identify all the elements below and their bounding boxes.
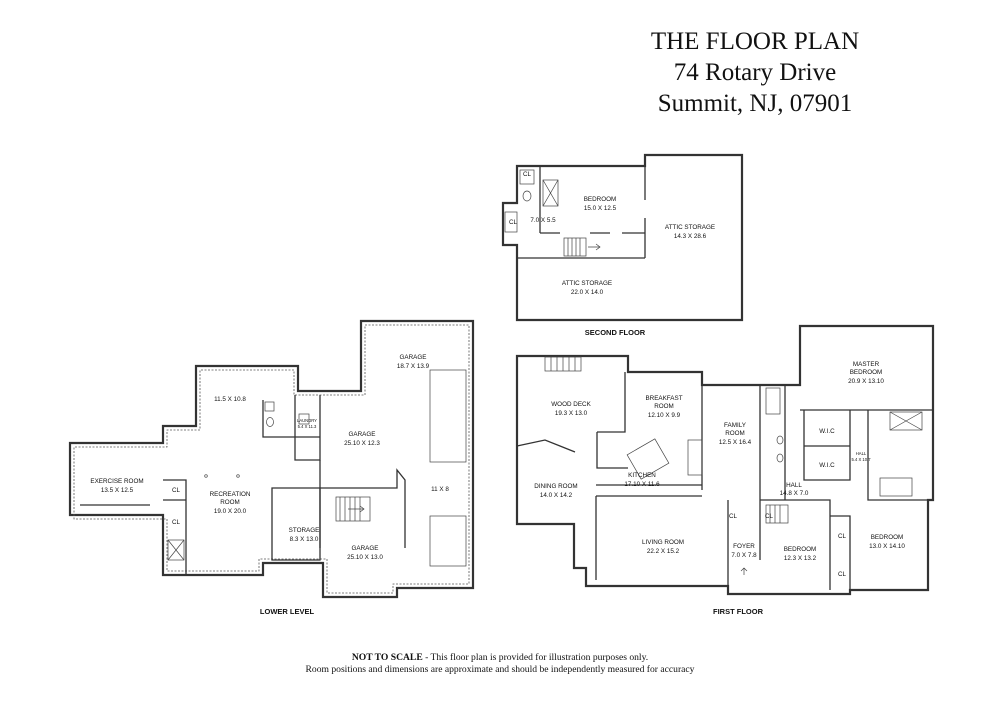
ff-bedroom3-dims: 13.0 X 14.10 — [869, 543, 905, 550]
ff-hall-small-dims: 5.4 X 10.7 — [851, 457, 871, 462]
ff-kitchen-dims: 17.10 X 11.6 — [624, 481, 660, 488]
disclaimer: NOT TO SCALE - This floor plan is provid… — [0, 652, 1000, 676]
sf-bedroom-dims: 15.0 X 12.5 — [584, 205, 617, 212]
ff-living-dims: 22.2 X 15.2 — [647, 548, 680, 555]
disclaimer-line-1: NOT TO SCALE - This floor plan is provid… — [0, 652, 1000, 664]
ll-recreation-dims: 19.0 X 20.0 — [214, 508, 247, 515]
ff-living-name: LIVING ROOM — [642, 539, 684, 546]
ff-closet-label-1: CL — [729, 513, 738, 520]
sf-closet-label-2: CL — [523, 171, 532, 178]
ff-breakfast-name-1: BREAKFAST — [645, 395, 682, 402]
ll-closet-label-2: CL — [172, 519, 181, 526]
ff-breakfast-name-2: ROOM — [654, 403, 674, 410]
disclaimer-line-1-text: - This floor plan is provided for illust… — [422, 652, 649, 663]
ff-master-name-1: MASTER — [853, 361, 880, 368]
floor-plan-drawing: CL CL 7.0 X 5.5 BEDROOM 15.0 X 12.5 ATTI… — [68, 153, 935, 616]
ll-laundry-name: LAUNDRY — [297, 418, 317, 423]
ll-recreation-name-1: RECREATION — [210, 491, 251, 498]
first-floor-plan — [515, 324, 935, 596]
ff-family-name-1: FAMILY — [724, 422, 747, 429]
ff-hall-small-name: HALL — [856, 451, 867, 456]
lower-level-label: LOWER LEVEL — [260, 607, 315, 616]
ff-wic-label-2: W.I.C — [819, 462, 835, 469]
ff-wic-label-1: W.I.C — [819, 428, 835, 435]
ff-foyer-name: FOYER — [733, 543, 755, 550]
ff-bedroom3-name: BEDROOM — [871, 534, 904, 541]
not-to-scale-notice: NOT TO SCALE — [351, 652, 423, 663]
sf-attic-right-name: ATTIC STORAGE — [665, 224, 715, 231]
ll-recreation-name-2: ROOM — [220, 499, 240, 506]
ff-bedroom2-name: BEDROOM — [784, 546, 817, 553]
ff-hall-dims: 14.8 X 7.0 — [780, 490, 809, 497]
ll-exercise-name: EXERCISE ROOM — [90, 478, 143, 485]
sf-attic-bottom-dims: 22.0 X 14.0 — [571, 289, 604, 296]
ff-closet-label-4: CL — [838, 571, 847, 578]
ll-storage-dims: 8.3 X 13.0 — [290, 536, 319, 543]
sf-attic-right-dims: 14.3 X 28.6 — [674, 233, 707, 240]
ff-family-name-2: ROOM — [725, 430, 745, 437]
ff-master-dims: 20.9 X 13.10 — [848, 378, 884, 385]
ff-hall-name: HALL — [786, 482, 802, 489]
second-floor-plan — [501, 153, 744, 322]
sf-closet-room-dims: 7.0 X 5.5 — [530, 217, 556, 224]
ff-bedroom2-dims: 12.3 X 13.2 — [784, 555, 817, 562]
ll-garage-bot-name: GARAGE — [352, 545, 379, 552]
ff-kitchen-name: KITCHEN — [628, 472, 656, 479]
ll-garage-mid-dims: 25.10 X 12.3 — [344, 440, 380, 447]
ll-storage-name: STORAGE — [289, 527, 320, 534]
first-floor-label: FIRST FLOOR — [713, 607, 764, 616]
sf-attic-bottom-name: ATTIC STORAGE — [562, 280, 612, 287]
ff-foyer-dims: 7.0 X 7.8 — [731, 552, 757, 559]
lower-level-plan — [68, 319, 475, 599]
ff-closet-label-2: CL — [765, 513, 774, 520]
ff-wood-deck-dims: 19.3 X 13.0 — [555, 410, 588, 417]
ll-laundry-dims: 5.4 X 11.3 — [298, 424, 317, 429]
ff-wood-deck-name: WOOD DECK — [551, 401, 591, 408]
ll-garage-top-dims: 18.7 X 13.9 — [397, 363, 430, 370]
ff-master-name-2: BEDROOM — [850, 369, 883, 376]
street-address: 74 Rotary Drive — [673, 59, 837, 86]
second-floor-label: SECOND FLOOR — [585, 328, 646, 337]
ff-family-dims: 12.5 X 16.4 — [719, 439, 752, 446]
property-title-block: THE FLOOR PLAN 74 Rotary Drive Summit, N… — [605, 26, 905, 119]
disclaimer-line-2: Room positions and dimensions are approx… — [305, 664, 695, 675]
ll-room-a-dims: 11.5 X 10.8 — [214, 396, 246, 403]
plan-title: THE FLOOR PLAN — [650, 28, 860, 55]
sf-closet-label-1: CL — [509, 219, 518, 226]
ff-dining-dims: 14.0 X 14.2 — [540, 492, 573, 499]
ff-closet-label-3: CL — [838, 533, 847, 540]
city-state-zip: Summit, NJ, 07901 — [657, 90, 853, 117]
ll-garage-mid-name: GARAGE — [349, 431, 376, 438]
sf-bedroom-name: BEDROOM — [584, 196, 617, 203]
ll-exercise-dims: 13.5 X 12.5 — [101, 487, 134, 494]
ll-garage-bot-dims: 25.10 X 13.0 — [347, 554, 383, 561]
ff-dining-name: DINING ROOM — [534, 483, 577, 490]
ff-breakfast-dims: 12.10 X 9.9 — [648, 412, 681, 419]
ll-bay-dims: 11 X 8 — [431, 486, 449, 493]
ll-closet-label-1: CL — [172, 487, 181, 494]
ll-garage-top-name: GARAGE — [400, 354, 427, 361]
